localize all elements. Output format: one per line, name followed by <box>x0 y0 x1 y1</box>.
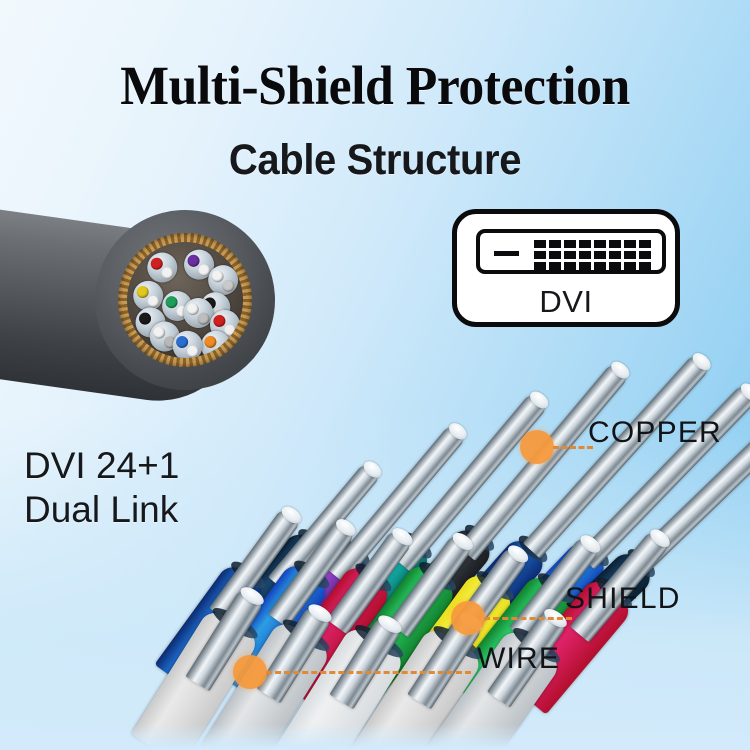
shield-callout-marker <box>451 601 485 635</box>
dvi-connector-badge: DVI <box>452 209 680 327</box>
dvi-pin <box>624 251 636 259</box>
shield-callout-label: SHIELD <box>565 582 681 615</box>
dual-link-caption-line2: Dual Link <box>24 488 179 530</box>
dvi-pin <box>579 240 591 248</box>
dvi-pin <box>534 262 546 270</box>
copper-callout-marker <box>520 430 554 464</box>
wire-callout-leader <box>266 671 471 674</box>
dvi-pin <box>594 262 606 270</box>
dvi-pin <box>549 240 561 248</box>
shield-callout-leader <box>484 617 572 620</box>
dvi-pin <box>549 262 561 270</box>
dvi-pin <box>594 240 606 248</box>
core-pair <box>145 250 180 285</box>
dvi-pin <box>579 251 591 259</box>
dual-link-caption-line1: DVI 24+1 <box>24 445 180 486</box>
dvi-pin <box>534 240 546 248</box>
copper-callout-leader <box>553 446 593 449</box>
page-title: Multi-Shield Protection <box>120 55 630 116</box>
wire-callout-label: WIRE <box>477 642 561 675</box>
dvi-pin <box>624 262 636 270</box>
dvi-pin <box>609 240 621 248</box>
dvi-pin <box>639 251 651 259</box>
dual-link-caption: DVI 24+1 Dual Link <box>24 444 179 531</box>
dvi-pin <box>594 251 606 259</box>
dvi-pin <box>579 262 591 270</box>
dvi-pin <box>609 262 621 270</box>
dvi-badge-label: DVI <box>539 284 593 319</box>
dvi-pin <box>564 262 576 270</box>
dvi-pin <box>549 251 561 259</box>
dvi-pin <box>564 251 576 259</box>
dvi-pin <box>624 240 636 248</box>
dvi-pin <box>639 262 651 270</box>
wire-callout-marker <box>233 655 267 689</box>
dvi-port-icon <box>476 229 666 274</box>
dvi-pin-grid <box>534 240 651 270</box>
dvi-pin <box>639 240 651 248</box>
dvi-pin <box>564 240 576 248</box>
dvi-pin <box>609 251 621 259</box>
page-subtitle: Cable Structure <box>228 136 522 184</box>
copper-callout-label: COPPER <box>588 416 722 449</box>
dvi-pin <box>534 251 546 259</box>
dvi-blade-pin-icon <box>494 251 519 256</box>
